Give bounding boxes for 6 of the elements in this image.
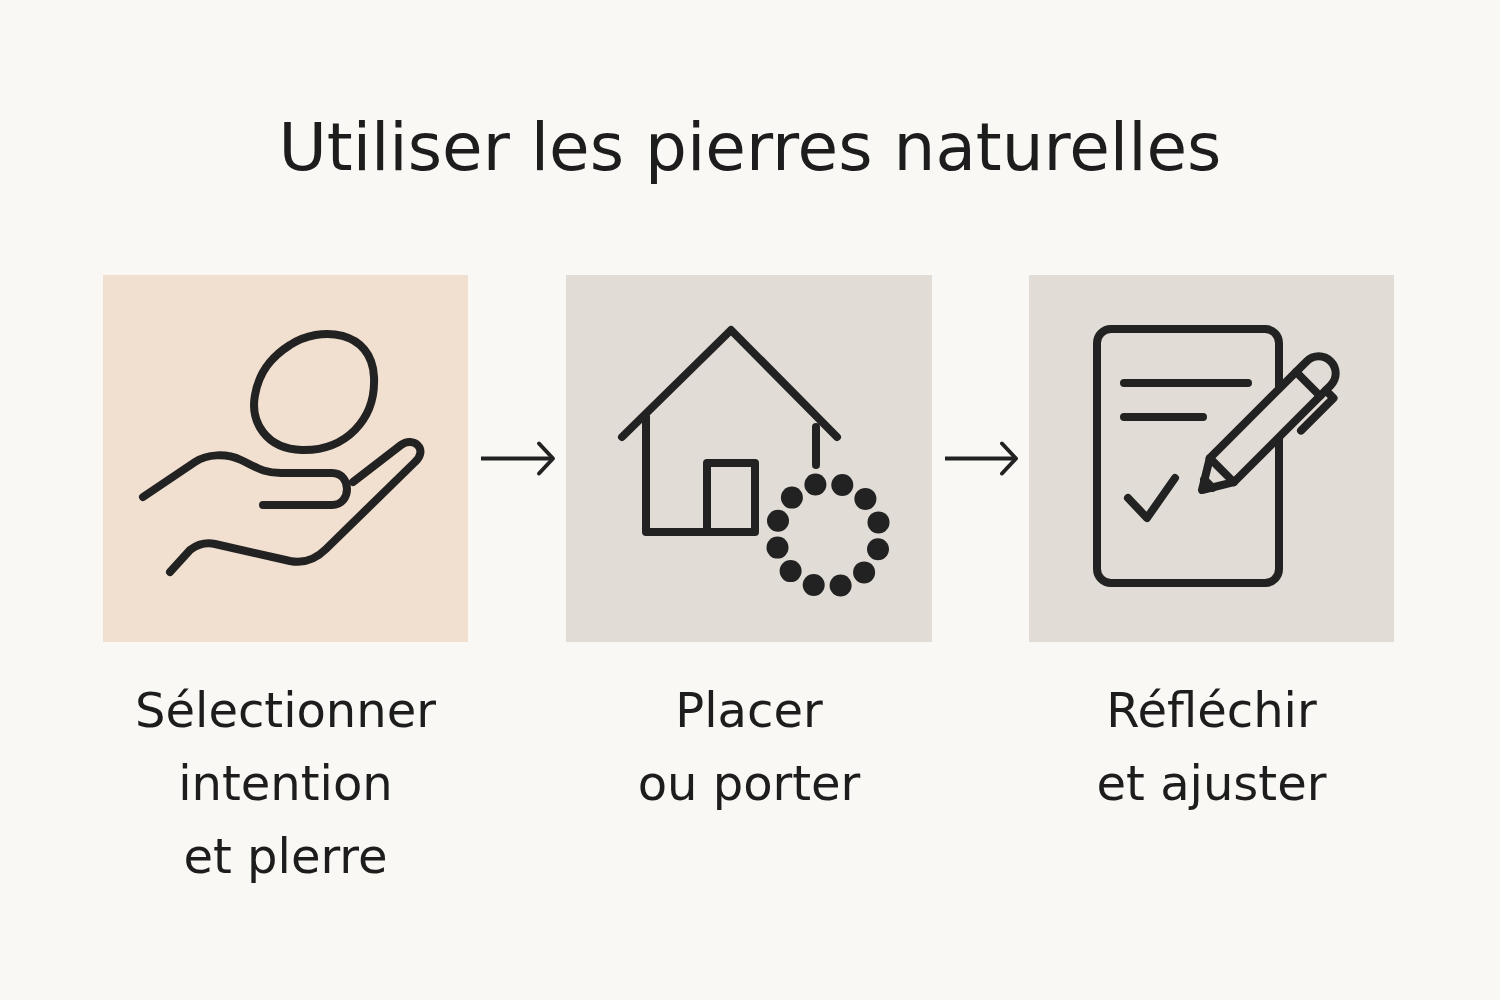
title: Utiliser les pierres naturelles (277, 108, 1223, 188)
arrow (945, 441, 1018, 476)
step-label: Réfléchir et ajuster (1095, 681, 1328, 813)
arrow (481, 441, 555, 476)
step-label: Placer ou porter (636, 681, 862, 813)
step-label: Sélectionner intention et plerre (134, 681, 437, 886)
